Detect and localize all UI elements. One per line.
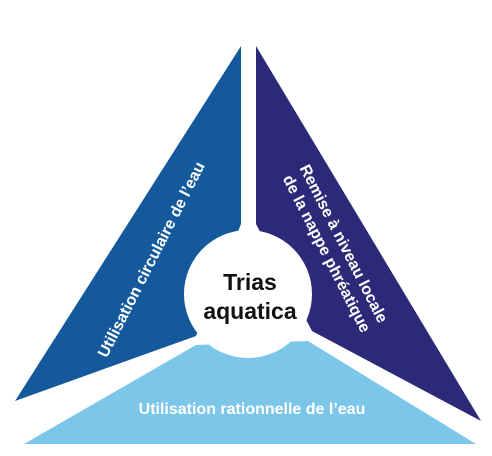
- segment-bottom-label: Utilisation rationnelle de l’eau: [139, 401, 366, 418]
- segment-right-groundwater-recharge: [256, 46, 481, 421]
- center-title-line2: aquatica: [203, 298, 297, 324]
- center-circle: [184, 230, 312, 358]
- segment-left-circular-use: [15, 46, 241, 401]
- segment-bottom-rational-use: [24, 341, 476, 444]
- center-title-line1: Trias: [223, 269, 277, 295]
